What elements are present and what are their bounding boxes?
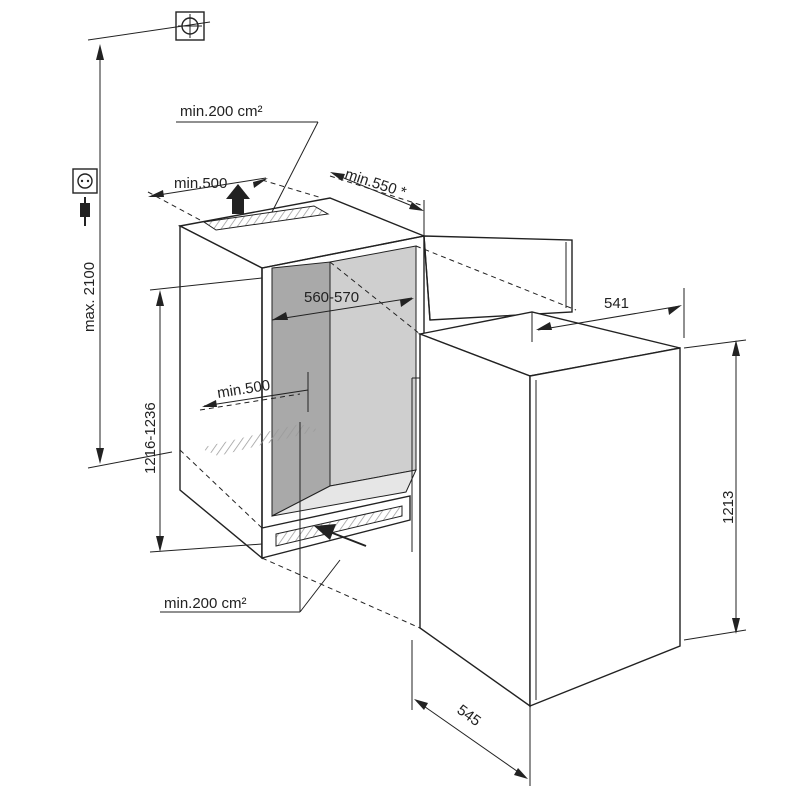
power-socket-icon <box>72 168 98 194</box>
max-height-dimension <box>87 21 211 469</box>
top-vent-leader <box>176 121 319 213</box>
ceiling-outlet-icon <box>175 11 205 41</box>
niche-height-label: 1216-1236 <box>142 402 159 474</box>
niche-width-dimension <box>271 297 414 321</box>
appliance-width-label: 541 <box>604 295 629 312</box>
niche-cabinet <box>177 197 427 560</box>
bottom-vent-area-label: min.200 cm² <box>164 595 247 612</box>
max-height-label: max. 2100 <box>81 262 98 332</box>
bottom-vent-leader <box>160 422 341 613</box>
top-vent-area-label: min.200 cm² <box>180 103 263 120</box>
appliance-height-dimension <box>683 339 747 641</box>
top-depth-label: min.500 <box>174 175 227 192</box>
top-vent-arrow <box>226 184 250 214</box>
top-depth-dimension <box>148 177 268 197</box>
power-plug-icon <box>80 197 90 226</box>
appliance-depth-label: 545 <box>454 701 484 729</box>
construction-lines <box>147 175 577 629</box>
niche-height-dimension <box>149 277 263 553</box>
bottom-depth-dimension <box>202 372 309 412</box>
niche-width-label: 560-570 <box>304 289 359 306</box>
door-clearance-label: min.550 * <box>343 166 409 202</box>
appliance-body <box>411 311 681 708</box>
appliance-width-dimension <box>531 288 685 342</box>
door-clearance-dimension <box>330 172 425 236</box>
bottom-vent-arrow <box>314 524 367 547</box>
appliance-depth-dimension <box>411 640 531 786</box>
appliance-door <box>423 235 573 321</box>
appliance-height-label: 1213 <box>720 491 737 524</box>
